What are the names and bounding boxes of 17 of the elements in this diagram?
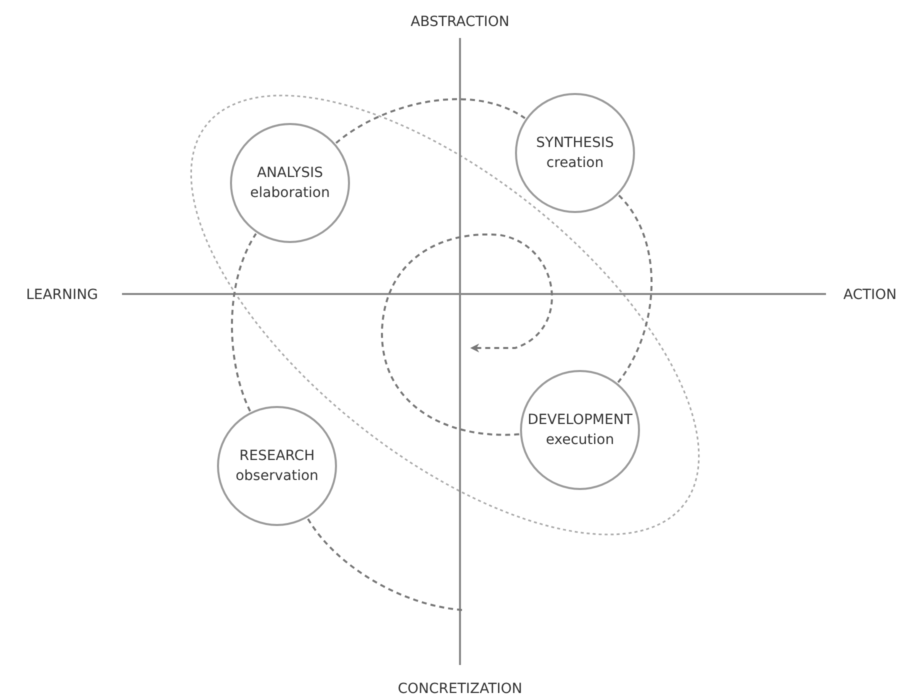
axis-label: LEARNING [26, 287, 98, 303]
stage-title: SYNTHESIS [536, 134, 614, 153]
stage-subtitle: creation [546, 154, 604, 173]
stage-subtitle: elaboration [250, 184, 330, 203]
axis-label: ABSTRACTION [410, 14, 510, 30]
stage-title: ANALYSIS [256, 164, 324, 183]
dashed-connector [231, 233, 257, 412]
axis-label: ACTION [843, 287, 897, 303]
stage-subtitle: execution [546, 431, 614, 450]
dashed-arrow [381, 234, 553, 436]
dashed-connector [306, 518, 462, 611]
stage-title: RESEARCH [239, 447, 315, 466]
axis-label: CONCRETIZATION [398, 681, 522, 697]
dashed-connector [335, 98, 526, 144]
stage-title: DEVELOPMENT [528, 411, 632, 430]
dashed-connector [617, 194, 652, 383]
stage-subtitle: observation [236, 467, 318, 486]
